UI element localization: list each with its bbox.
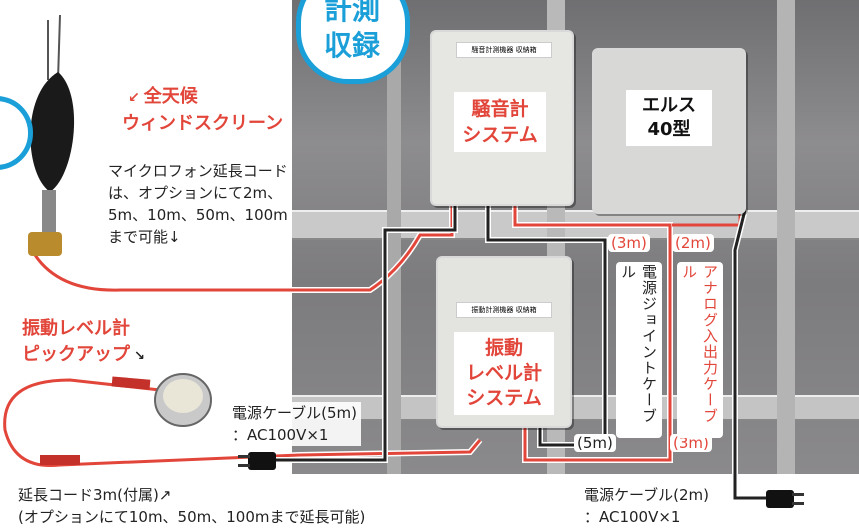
plug-right (766, 490, 794, 508)
elus-label: エルス 40型 (626, 90, 712, 146)
elus-line2: 40型 (647, 119, 691, 140)
power-cable-5m-label: 電源ケーブル(5m) ：AC100V×1 (228, 402, 361, 446)
windscreen-line2: ウィンドスクリーン (122, 113, 284, 134)
vibration-line1: 振動 (484, 337, 523, 359)
power-cable-2m (732, 209, 770, 501)
joint-cable-label: 電源ジョイントケーブル (616, 262, 662, 438)
badge-line1: 計測 (323, 0, 380, 26)
vibration-label: 振動 レベル計 システム (454, 332, 554, 415)
power-cable-5m (275, 205, 457, 462)
scaffold-pole (777, 0, 795, 474)
length-label-3m-bottom: (3m) (670, 434, 712, 452)
mic-cable (33, 200, 454, 292)
extension-cord-label: 延長コード3m(付属)↗ (オプションにて10m、50m、100mまで延長可能) (18, 484, 365, 528)
noise-line2: システム (462, 124, 538, 146)
mic-clamp (28, 232, 62, 256)
noise-line1: 騒音計 (471, 98, 529, 120)
badge-bubble (296, 0, 410, 84)
power5-line1: 電源ケーブル(5m) (232, 404, 357, 422)
windscreen-icon (30, 72, 75, 192)
vibration-line3: システム (466, 387, 542, 409)
length-label-3m-top: (3m) (608, 234, 650, 252)
power5-line2: ：AC100V×1 (232, 426, 329, 444)
extension-connector (40, 455, 80, 465)
mic-note: マイクロフォン延長コードは、オプションにて2m、5m、10m、50m、100mま… (108, 162, 288, 246)
scaffold-pole (387, 0, 401, 474)
badge-text: 計測 収録 (302, 0, 402, 64)
ext-line1: 延長コード3m(付属)↗ (18, 486, 172, 504)
noise-plate: 騒音計測機器 収納箱 (456, 42, 552, 58)
vibration-line2: レベル計 (465, 362, 542, 384)
analog-cable-label: アナログ入出力ケーブル (677, 262, 723, 438)
windscreen-label: ↙全天候 ウィンドスクリーン (88, 84, 283, 137)
power-cable-2m-label: 電源ケーブル(2m) ：AC100V×1 (584, 484, 709, 528)
pickup-cable (3, 378, 482, 468)
noise-label: 騒音計 システム (454, 92, 546, 152)
windscreen-line1: ↙全天候 (128, 86, 198, 107)
power-cable-2m (733, 209, 770, 500)
ext-line2: (オプションにて10m、50m、100mまで延長可能) (18, 508, 366, 526)
badge-line2: 収録 (323, 29, 380, 62)
analog-cable (513, 205, 672, 462)
length-label-2m: (2m) (672, 234, 714, 252)
plug-left (248, 452, 276, 470)
power2-line2: ：AC100V×1 (584, 508, 681, 526)
length-label-5m: (5m) (574, 434, 616, 452)
noise-box: 騒音計測機器 収納箱 騒音計 システム (430, 30, 574, 206)
joint-cable (486, 205, 607, 447)
vibration-box: 振動計測機器 収納箱 振動 レベル計 システム (436, 256, 572, 428)
pickup-line2: ピックアップ↘ (22, 344, 145, 365)
elus-line1: エルス (642, 95, 696, 116)
pickup-line1: 振動レベル計 (22, 318, 130, 339)
pickup-connector (111, 376, 151, 390)
pickup-label: 振動レベル計 ピックアップ↘ (22, 316, 145, 370)
vibration-plate: 振動計測機器 収納箱 (456, 302, 552, 318)
power2-line1: 電源ケーブル(2m) (584, 486, 709, 504)
elus-box: エルス 40型 (592, 48, 746, 214)
